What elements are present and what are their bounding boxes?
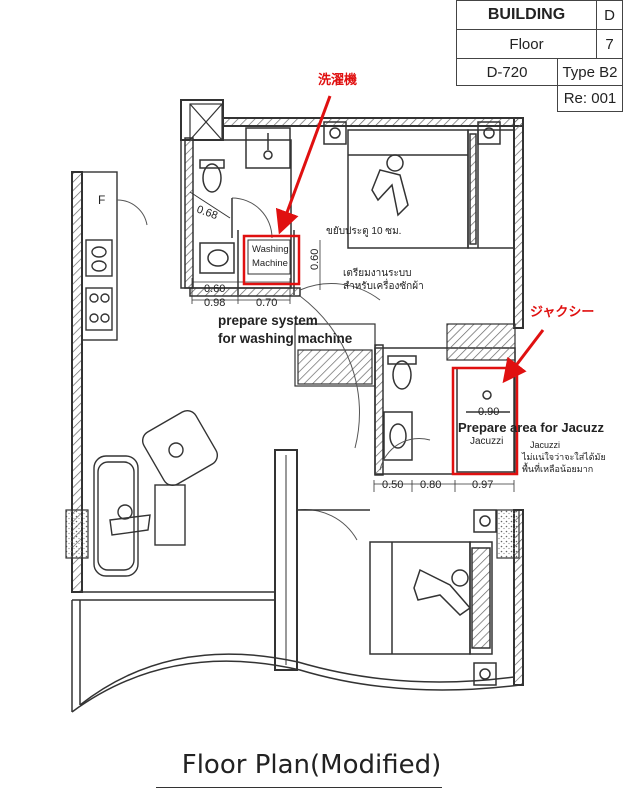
thai-prepare-2: สำหรับเครื่องซักผ้า [343, 278, 424, 292]
balcony [71, 591, 521, 713]
dim-060-vert: 0.60 [309, 249, 321, 270]
jacuzzi-label: Jacuzzi [470, 436, 503, 447]
dim-060-left: 0.60 [204, 283, 225, 295]
dim-080: 0.80 [420, 479, 441, 491]
washing-box-line1: Washing [252, 244, 289, 255]
page-title: Floor Plan(Modified) [181, 750, 442, 780]
fridge-label: F [98, 193, 105, 207]
dim-098: 0.98 [204, 297, 225, 309]
title-underline [156, 787, 442, 788]
jacuzzi-arrow [502, 329, 545, 384]
bedroom-1 [323, 121, 515, 249]
prepare-area-text: Prepare area for Jacuzz [458, 420, 604, 435]
dim-097: 0.97 [472, 479, 493, 491]
prepare-system-line1: prepare system [218, 313, 318, 328]
dim-070: 0.70 [256, 297, 277, 309]
washing-arrow [275, 95, 332, 235]
dimension-lines [191, 240, 515, 492]
jacuzzi-jp-label: ジャクシー [530, 305, 594, 320]
washing-machine-jp-label: 洗濯機 [318, 72, 357, 88]
washing-box-line2: Machine [252, 258, 288, 269]
jacuzzi-note-3: พื้นที่เหลือน้อยมาก [522, 462, 593, 474]
washing-machine-highlight [242, 234, 301, 286]
dim-050: 0.50 [382, 479, 403, 491]
dim-090: 0.90 [478, 406, 499, 418]
prepare-system-line2: for washing machine [218, 331, 353, 346]
thai-door-note: ขยับประตู 10 ซม. [326, 226, 401, 237]
title-block: BUILDING D Floor 7 D-720 Type B2 Re: 001 [456, 0, 623, 112]
jacuzzi-note-2: ไม่แน่ใจว่าจะใส่ได้มัย [521, 452, 606, 462]
dim-068: 0.68 [195, 204, 219, 223]
kitchen-counter [81, 171, 148, 341]
closet-upper [294, 323, 516, 387]
jacuzzi-note-1: Jacuzzi [530, 440, 560, 450]
jacuzzi-highlight [451, 366, 519, 476]
bedroom-2 [296, 509, 497, 686]
living-furniture [93, 409, 219, 577]
thai-prepare-1: เตรียมงานระบบ [343, 267, 412, 279]
